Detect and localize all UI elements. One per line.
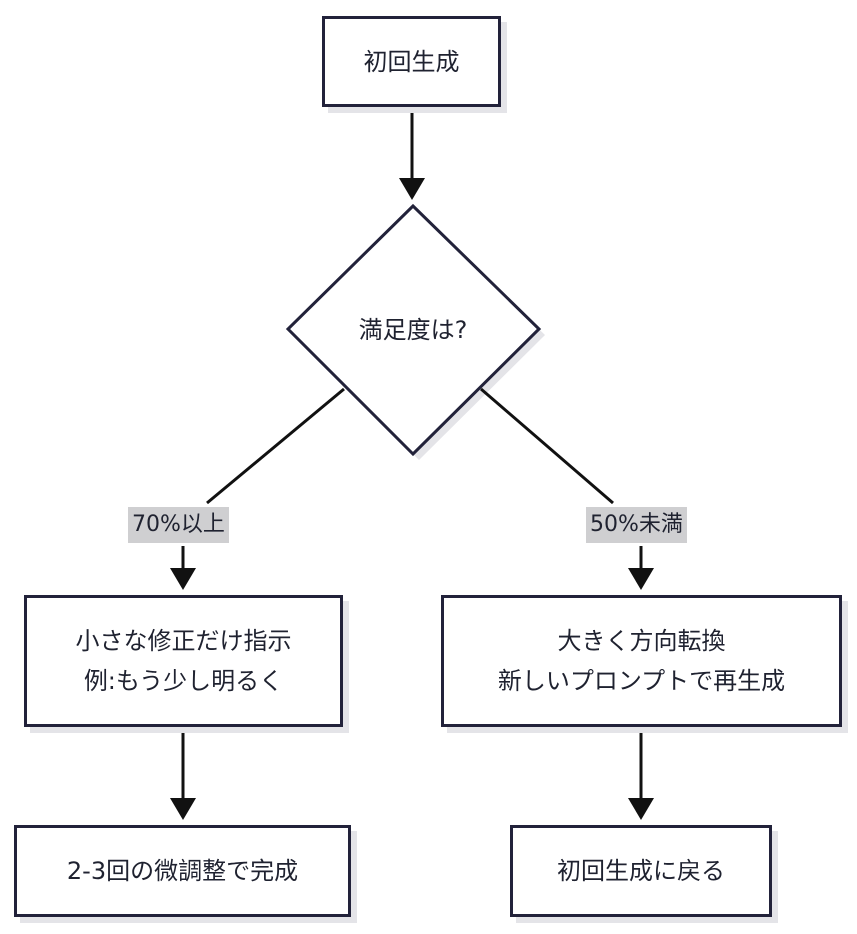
arrowhead-right-end <box>628 798 654 820</box>
left-action-line-1: 小さな修正だけ指示 <box>75 627 292 655</box>
start-node: 初回生成 <box>322 16 501 107</box>
start-node-label: 初回生成 <box>363 47 460 76</box>
right-action-line-1: 大きく方向転換 <box>557 627 726 655</box>
right-end-node: 初回生成に戻る <box>510 825 772 917</box>
left-action-node: 小さな修正だけ指示 例:もう少し明るく <box>24 595 343 727</box>
decision-label: 満足度は? <box>358 316 468 344</box>
left-end-node: 2-3回の微調整で完成 <box>14 825 351 917</box>
arrowhead-left-action <box>170 568 196 590</box>
left-end-label: 2-3回の微調整で完成 <box>66 857 299 885</box>
right-action-line-2: 新しいプロンプトで再生成 <box>497 667 786 695</box>
arrowhead-left-end <box>170 798 196 820</box>
right-end-label: 初回生成に戻る <box>557 857 725 885</box>
edge-label-left: 70%以上 <box>128 507 229 543</box>
left-action-line-2: 例:もう少し明るく <box>83 667 284 695</box>
decision-diamond <box>285 203 542 457</box>
arrowhead-decision <box>399 178 425 200</box>
edge-decision-to-left <box>206 387 345 505</box>
edge-decision-to-right <box>480 387 614 505</box>
right-action-node: 大きく方向転換 新しいプロンプトで再生成 <box>441 595 842 727</box>
edge-label-right: 50%未満 <box>586 507 687 543</box>
arrowhead-right-action <box>628 568 654 590</box>
